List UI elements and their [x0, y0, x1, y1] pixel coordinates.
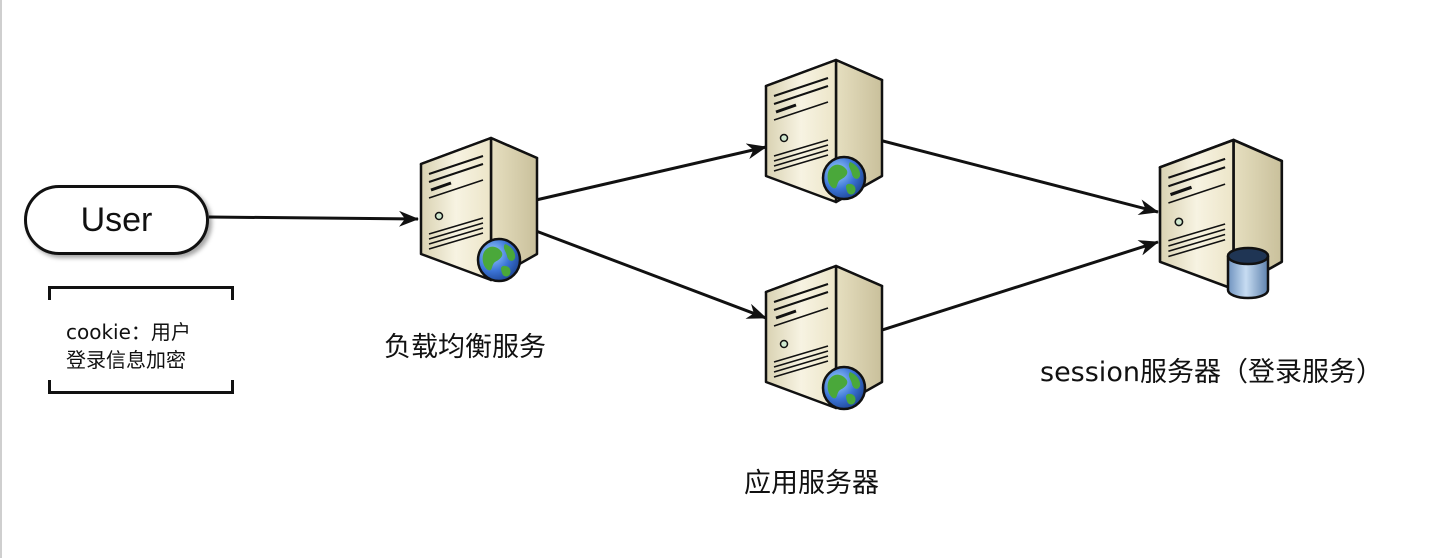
- session-server-label: session服务器（登录服务）: [1040, 357, 1383, 388]
- edge-app2-to-session: [878, 240, 1159, 333]
- edge-app1-to-session: [878, 138, 1159, 215]
- edge-user-to-lb: [208, 210, 419, 227]
- user-node: User: [24, 185, 209, 255]
- app-servers-label: 应用服务器: [744, 468, 879, 499]
- user-label: User: [80, 200, 153, 239]
- load-balancer-label: 负载均衡服务: [384, 332, 546, 363]
- note-bracket-bottom: [48, 380, 234, 394]
- note-line-1: cookie：用户: [66, 320, 191, 344]
- edge-lb-to-app2: [535, 229, 767, 320]
- app-server-1-globe-icon: [821, 155, 867, 201]
- note-bracket-top: [48, 286, 234, 300]
- edge-lb-to-app1: [535, 143, 767, 202]
- database-icon: [1226, 246, 1270, 300]
- app-server-2-globe-icon: [821, 365, 867, 411]
- load-balancer-globe-icon: [476, 237, 522, 283]
- note-line-2: 登录信息加密: [66, 348, 186, 372]
- cookie-note: cookie：用户 登录信息加密: [48, 286, 234, 394]
